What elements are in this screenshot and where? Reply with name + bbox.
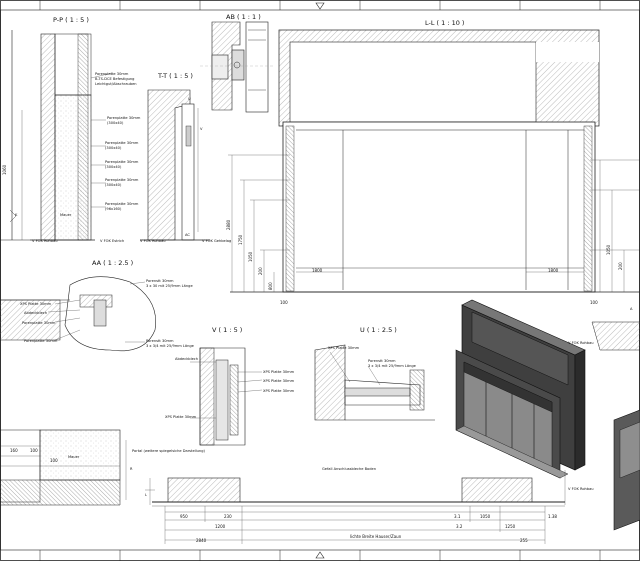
right-partial-details: V FOK Rohbau A [568, 307, 640, 531]
v-note-1: XPS Platte 30mm [263, 370, 295, 374]
pp-note-1: B-TS-DCE Befestigung [95, 77, 134, 81]
ll-dim-2: 1050 [248, 251, 253, 262]
isometric-portal [455, 299, 586, 479]
bottom-dim-7: 3.1 [454, 514, 461, 519]
right-fok-rohbau: V FOK Rohbau [568, 341, 594, 345]
section-title-v: V ( 1 : 5 ) [212, 326, 242, 334]
aa-note-r0: Porenstt 30mm [146, 279, 174, 283]
section-pp: P-P ( 1 : 5 ) Porenplatte 30mm B-TS-DCE … [30, 16, 141, 243]
aa-note-1: Abdeckblech [24, 311, 47, 315]
section-ab: AB ( 1 : 1 ) [200, 13, 275, 113]
pp-note-4: (300x40) [107, 121, 124, 125]
aa-note-2: Porenplatte 30mm [22, 321, 56, 325]
ll-dim-0: 2880 [226, 219, 231, 230]
marker-a-right: A [630, 307, 633, 311]
section-ll: L-L ( 1 : 10 ) 2880 1750 1050 200 800 [226, 19, 640, 305]
marker-u: U [188, 97, 191, 101]
bottom-dim-4: 1250 [505, 524, 516, 529]
u-note-0: XPS Platte 30mm [328, 346, 360, 350]
portal-note: Portal (weitere spiegelsiche Darstellung… [132, 449, 205, 453]
plan-mauer-label: Mauer [68, 455, 80, 459]
v-note-3: XPS Platte 30mm [263, 389, 295, 393]
ll-dim-inner: 1800 [312, 268, 323, 273]
aa-note-r2: Porenstt 30mm [146, 339, 174, 343]
bottom-dim-3: 230 [224, 514, 232, 519]
v-note-4: XPS Platte 30mm [165, 415, 197, 419]
pp-fok-rohbau: V FOK Rohbau [32, 239, 58, 243]
pp-note-12: (96x160) [105, 207, 122, 211]
section-title-ll: L-L ( 1 : 10 ) [425, 19, 464, 27]
bottom-dim-2: 950 [180, 514, 188, 519]
ll-dim-inner-right: 1800 [548, 268, 559, 273]
gefall-label: Gefall Anschlussbleche Boden [322, 467, 376, 471]
bottom-label: lichte Breite Hauser/Zaun [350, 534, 402, 539]
tt-fok-gehbelag: V FOK Gehbelag [202, 239, 231, 243]
bottom-dim-0: 2840 [196, 538, 207, 543]
v-note-0: Abdeckblech [175, 357, 198, 361]
pp-note-2: Leichtgut/Abschrauben [95, 82, 137, 86]
aa-note-0: XPS Platte 30mm [20, 302, 52, 306]
ll-dim-3: 200 [258, 267, 263, 275]
aa-note-3: Porenplatte 30mm [24, 339, 58, 343]
u-note-2: 3 x 3/4 mit 25/9mm Länge [368, 364, 417, 368]
bottom-dim-5: 1050 [480, 514, 491, 519]
pp-note-7: Porenplatte 30mm [105, 160, 139, 164]
lower-left-plan: Mauer Portal (weitere spiegelsiche Darst… [0, 429, 205, 506]
bottom-elevation: Gefall Anschlussbleche Boden L V FOK Roh… [145, 467, 594, 544]
plan-dim-1: 100 [30, 448, 38, 453]
pp-note-8: (300x40) [105, 165, 122, 169]
ll-dim-r0: 1050 [606, 244, 611, 255]
ll-dim-r1: 200 [618, 262, 623, 270]
pp-note-3: Porenplatte 30mm [107, 116, 141, 120]
marker-r: R [130, 467, 133, 471]
section-aa: AA ( 1 : 2.5 ) XPS Platte 30mm Abdeckble… [0, 259, 195, 352]
section-title-ab: AB ( 1 : 1 ) [226, 13, 261, 21]
marker-v: V [200, 127, 203, 131]
bottom-fok-rohbau: V FOK Rohbau [568, 487, 594, 491]
bottom-dim-8: 3.2 [456, 524, 463, 529]
pp-note-0: Porenplatte 30mm [95, 72, 129, 76]
left-partial-section [0, 30, 30, 241]
plan-dim-0: 160 [10, 448, 18, 453]
ll-dim-r2: 100 [590, 300, 598, 305]
section-title-aa: AA ( 1 : 2.5 ) [92, 259, 133, 267]
aa-note-r1: 3 x 30 mit 25/9mm Länge [146, 284, 193, 288]
ll-dim-4: 800 [268, 282, 273, 290]
section-u: U ( 1 : 2.5 ) XPS Platte 30mm Porenstt 3… [314, 326, 435, 421]
dim-left-height: 1060 [2, 164, 7, 175]
marker-ac: AC [185, 233, 190, 237]
bottom-dim-6: 255 [520, 538, 528, 543]
v-note-2: XPS Platte 30mm [263, 379, 295, 383]
tt-fok-rohbau: V FOK Rohbau [140, 239, 166, 243]
marker-k: K [15, 213, 18, 217]
section-v: V ( 1 : 5 ) Abdeckblech XPS Platte 30mm … [165, 326, 295, 446]
plan-dim-2: 100 [50, 458, 58, 463]
section-title-u: U ( 1 : 2.5 ) [360, 326, 397, 334]
section-title-tt: T-T ( 1 : 5 ) [157, 72, 193, 80]
bottom-dim-9: 1.38 [548, 514, 557, 519]
section-title-pp: P-P ( 1 : 5 ) [53, 16, 89, 24]
bottom-dim-1: 1200 [215, 524, 226, 529]
ll-dim-1: 1750 [238, 234, 243, 245]
pp-fok-estrich: V FOK Estrich [100, 239, 124, 243]
pp-mauer-label: Mauer [60, 213, 72, 217]
pp-note-10: (300x40) [105, 183, 122, 187]
pp-note-5: Porenplatte 30mm [105, 141, 139, 145]
u-note-1: Porenstt 30mm [368, 359, 396, 363]
pp-note-9: Porenplatte 30mm [105, 178, 139, 182]
ll-dim-5: 100 [280, 300, 288, 305]
pp-note-6: (300x40) [105, 146, 122, 150]
section-tt: T-T ( 1 : 5 ) U V AC V FOK Rohbau V FOK … [140, 72, 231, 243]
marker-l: L [145, 493, 147, 497]
pp-note-11: Porenplatte 30mm [105, 202, 139, 206]
aa-note-r3: 3 x 3/4 mit 25/9mm Länge [146, 344, 195, 348]
